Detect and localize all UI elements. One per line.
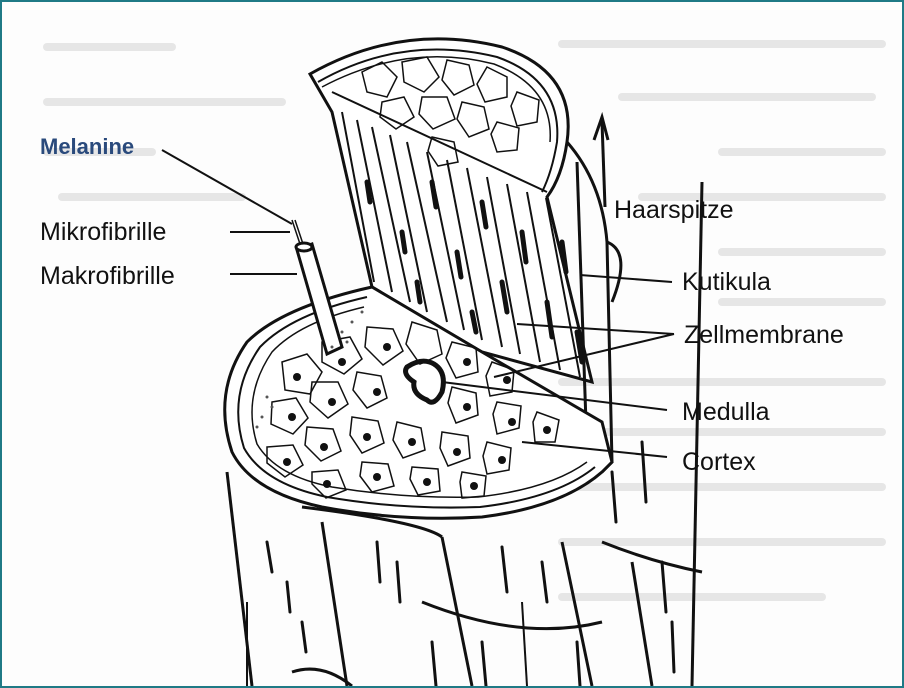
mikrofibrille-strand bbox=[292, 220, 303, 244]
label-haarspitze: Haarspitze bbox=[614, 198, 734, 223]
label-makrofibrille: Makrofibrille bbox=[40, 264, 175, 289]
label-melanine: Melanine bbox=[40, 136, 134, 158]
label-zellmembrane: Zellmembrane bbox=[684, 323, 844, 348]
label-kutikula: Kutikula bbox=[682, 270, 771, 295]
label-medulla: Medulla bbox=[682, 400, 770, 425]
label-mikrofibrille: Mikrofibrille bbox=[40, 220, 166, 245]
label-cortex: Cortex bbox=[682, 450, 756, 475]
